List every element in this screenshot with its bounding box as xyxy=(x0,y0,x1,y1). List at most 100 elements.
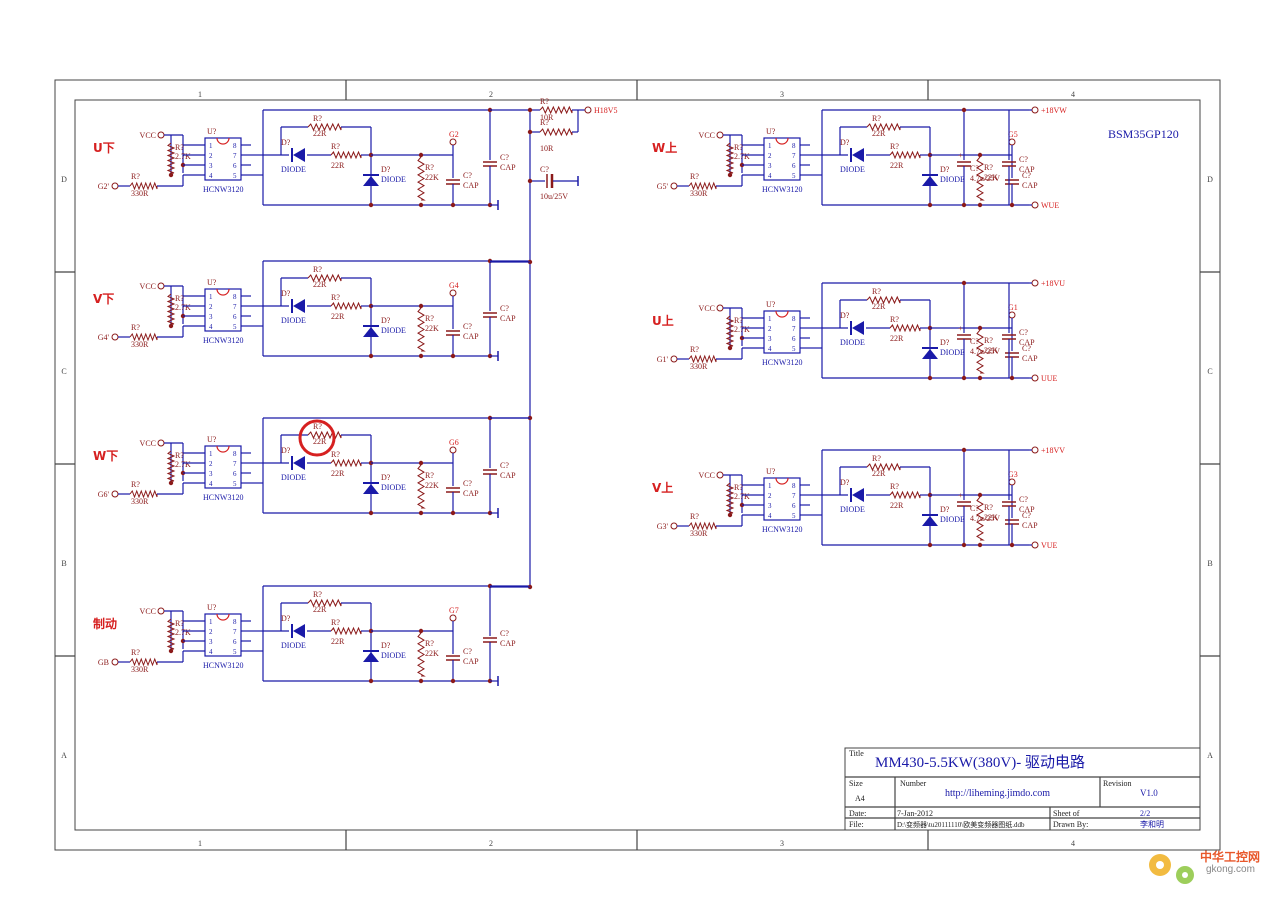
c-name: CAP xyxy=(1022,181,1038,190)
left-channel-2: W下VCCR?2.7KG6'R?330RU?HCNW312012348765R?… xyxy=(93,415,530,518)
c-ref: C? xyxy=(500,153,509,162)
optocoupler-ic xyxy=(204,445,242,489)
ic-pin: 1 xyxy=(209,142,213,150)
vcc-label: VCC xyxy=(140,282,156,291)
ic-pin: 8 xyxy=(233,142,237,150)
c-ref: C? xyxy=(970,504,979,513)
junction-dot xyxy=(977,325,983,331)
ic-pin: 7 xyxy=(233,152,237,160)
resistor-icon xyxy=(866,295,901,305)
resistor-icon xyxy=(889,150,921,160)
port-circle xyxy=(449,614,457,622)
gate-label: G2 xyxy=(449,130,459,139)
r-value: 22K xyxy=(425,173,439,182)
junction-dot xyxy=(961,375,967,381)
port-circle xyxy=(449,138,457,146)
r-ref: R? xyxy=(175,619,184,628)
r-ref: R? xyxy=(425,314,434,323)
c-name: CAP xyxy=(500,314,516,323)
r-ref: R? xyxy=(331,618,340,627)
zone-col-label: 2 xyxy=(489,839,493,848)
r-value: 330R xyxy=(690,189,708,198)
diode-ref: D? xyxy=(281,614,291,623)
vcc-label: VCC xyxy=(140,131,156,140)
ic-pin: 8 xyxy=(792,482,796,490)
diode-name: DIODE xyxy=(940,175,965,184)
ic-pin: 3 xyxy=(768,335,772,343)
r-ref: R? xyxy=(175,143,184,152)
c-ref: C? xyxy=(1022,511,1031,520)
ic-pin: 7 xyxy=(792,325,796,333)
r-ref: R? xyxy=(313,114,322,123)
ic-pin: 7 xyxy=(792,152,796,160)
c-ref: C? xyxy=(463,647,472,656)
zone-col-label: 4 xyxy=(1071,90,1075,99)
zone-col-label: 2 xyxy=(489,90,493,99)
ic-pin: 7 xyxy=(233,460,237,468)
r-value: 2.7K xyxy=(734,325,750,334)
r-value: 10R xyxy=(540,144,554,153)
diode-name: DIODE xyxy=(840,165,865,174)
port-circle xyxy=(111,490,119,498)
r-ref: R? xyxy=(872,287,881,296)
vcc-label: VCC xyxy=(140,607,156,616)
ic-pin: 1 xyxy=(768,315,772,323)
diode-name: DIODE xyxy=(381,175,406,184)
title-label: Title xyxy=(849,749,864,758)
c-ref: C? xyxy=(463,479,472,488)
ic-ref: U? xyxy=(207,603,217,612)
zone-row-label: A xyxy=(61,751,67,760)
c-ref: C? xyxy=(500,461,509,470)
diode-ref: D? xyxy=(940,505,950,514)
port-circle xyxy=(1031,279,1039,287)
diode-ref: D? xyxy=(381,316,391,325)
optocoupler-ic xyxy=(204,137,242,181)
port-circle xyxy=(111,333,119,341)
left-channel-3: 制动VCCR?2.7KGBR?330RU?HCNW312012348765R?2… xyxy=(93,583,530,686)
zone-col-label: 4 xyxy=(1071,839,1075,848)
c-value: 10u/25V xyxy=(540,192,568,201)
resistor-icon xyxy=(688,354,717,364)
ic-pin: 3 xyxy=(209,470,213,478)
junction-dot xyxy=(961,447,967,453)
c-ref: C? xyxy=(500,629,509,638)
diode-name: DIODE xyxy=(940,515,965,524)
r-value: 22R xyxy=(890,501,904,510)
ic-name: HCNW3120 xyxy=(203,336,243,345)
ic-pin: 4 xyxy=(209,323,213,331)
revision-value: V1.0 xyxy=(1140,788,1158,798)
r-ref: R? xyxy=(872,114,881,123)
r-value: 22K xyxy=(425,481,439,490)
ic-pin: 6 xyxy=(233,162,237,170)
ic-pin: 8 xyxy=(233,450,237,458)
optocoupler-ic xyxy=(204,288,242,332)
resistor-icon xyxy=(976,496,985,541)
zener-diode-icon xyxy=(363,327,379,337)
c-name: CAP xyxy=(1019,505,1035,514)
r-value: 330R xyxy=(131,189,149,198)
ic-pin: 1 xyxy=(209,450,213,458)
ic-pin: 6 xyxy=(792,502,796,510)
r-ref: R? xyxy=(690,172,699,181)
port-circle xyxy=(670,522,678,530)
port-circle xyxy=(1031,106,1039,114)
ic-pin: 1 xyxy=(209,618,213,626)
junction-dot xyxy=(527,129,533,135)
r-ref: R? xyxy=(131,480,140,489)
ic-pin: 7 xyxy=(233,628,237,636)
r-ref: R? xyxy=(425,639,434,648)
vcc-label: VCC xyxy=(699,131,715,140)
resistor-icon xyxy=(417,464,426,509)
r-value: 22R xyxy=(331,161,345,170)
ic-pin: 6 xyxy=(792,335,796,343)
diode-name: DIODE xyxy=(281,641,306,650)
r-ref: R? xyxy=(540,97,549,106)
zener-diode-icon xyxy=(922,349,938,359)
input-label: G4' xyxy=(98,333,110,342)
junction-dot xyxy=(1009,202,1015,208)
diode-icon xyxy=(293,456,305,470)
channel-label: U下 xyxy=(93,141,115,155)
resistor-icon xyxy=(417,632,426,677)
right-channel-0: W上VCCR?2.7KG5'R?330RU?HCNW312012348765R?… xyxy=(652,106,1067,210)
